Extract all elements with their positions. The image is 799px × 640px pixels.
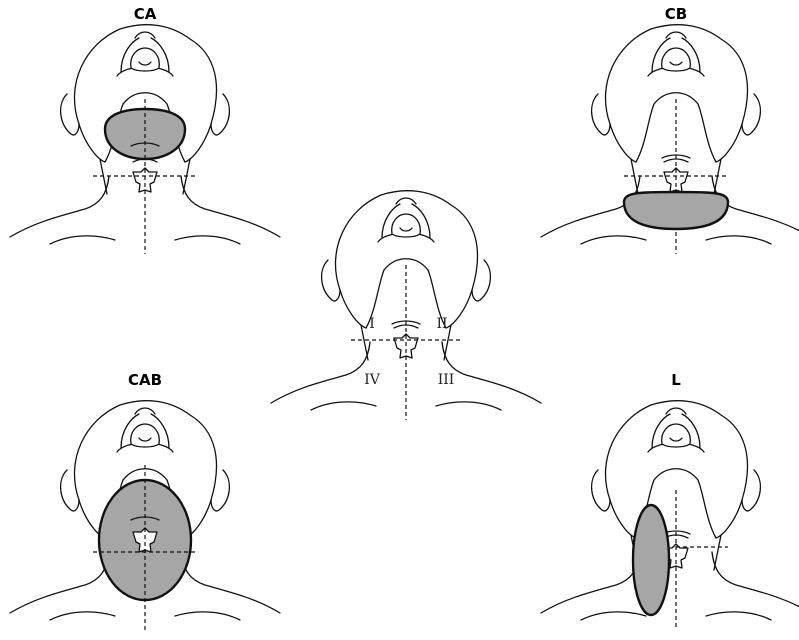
panel-label-ca: CA <box>134 5 157 23</box>
panel-label-cb: CB <box>665 5 687 23</box>
panel-center: I II III IV <box>271 191 541 420</box>
zone-label-iii: III <box>438 372 455 388</box>
zone-label-i: I <box>369 316 375 332</box>
zone-label-iv: IV <box>364 372 381 388</box>
region-cb <box>624 192 728 229</box>
region-l <box>633 505 669 615</box>
panel-label-l: L <box>671 371 681 389</box>
panel-l: L <box>541 371 799 630</box>
panel-cab: CAB <box>10 371 280 630</box>
panel-label-cab: CAB <box>128 371 162 389</box>
zone-label-ii: II <box>436 316 447 332</box>
panel-ca: CA <box>10 5 280 254</box>
panel-cb: CB <box>541 5 799 254</box>
